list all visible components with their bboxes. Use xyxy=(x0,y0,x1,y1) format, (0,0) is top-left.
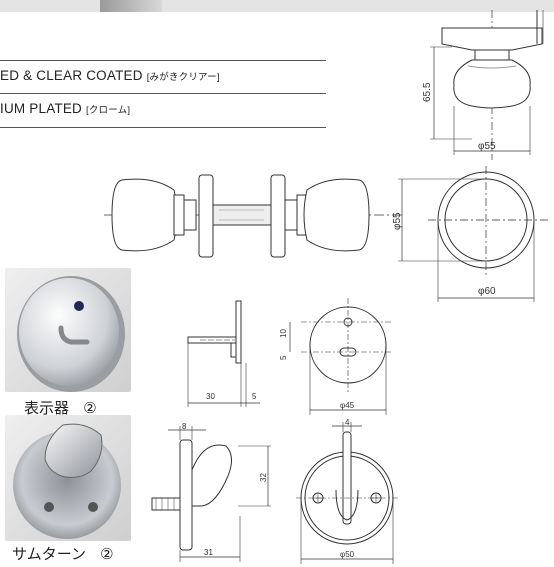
finish-name: ED & CLEAR COATED xyxy=(0,68,143,83)
knob-assembly-drawing xyxy=(104,174,404,258)
dim-thumbturn-diameter: φ50 xyxy=(340,550,355,559)
thumbturn-front-drawing: 4 φ50 xyxy=(296,418,398,564)
thumbturn-caption-row: サムターン ② xyxy=(12,543,114,564)
finish-name: IUM PLATED xyxy=(0,101,83,116)
finish-item-chrome: IUM PLATED[クローム] xyxy=(0,101,130,116)
finish-item-clear-coated: ED & CLEAR COATED[みがきクリアー] xyxy=(0,68,220,83)
indicator-side-drawing: 30 5 xyxy=(187,300,260,407)
dim-rose-thickness: 5 xyxy=(252,392,257,401)
dim-offset-top: 10 xyxy=(279,329,288,338)
dim-thumbturn-width: 4 xyxy=(345,418,350,427)
indicator-caption-row: 表示器 ② xyxy=(24,397,97,418)
finish-jp: [みがきクリアー] xyxy=(146,72,220,83)
thumbturn-photo xyxy=(5,415,131,541)
dim-height: 65.5 xyxy=(422,82,433,102)
dim-thumbturn-length: 31 xyxy=(204,548,213,557)
indicator-front-drawing: 10 5 φ45 xyxy=(279,298,391,415)
finish-rule xyxy=(0,93,326,94)
thumbturn-caption: サムターン xyxy=(12,546,86,563)
dim-offset-bottom: 5 xyxy=(279,355,288,360)
dim-depth: 30 xyxy=(206,392,215,401)
knob-side-drawing: 65.5 φ55 xyxy=(422,10,544,160)
dim-rose-diameter: φ60 xyxy=(478,286,496,297)
dim-indicator-diameter: φ45 xyxy=(340,401,355,410)
dim-thumbturn-height: 32 xyxy=(259,473,268,482)
finish-rule xyxy=(0,127,326,128)
knob-front-drawing: φ55 φ60 xyxy=(392,166,548,302)
dim-knob-diameter: φ55 xyxy=(392,212,403,230)
thumbturn-count: ② xyxy=(100,546,114,563)
indicator-count: ② xyxy=(83,400,97,417)
finish-jp: [クローム] xyxy=(86,105,131,116)
indicator-caption: 表示器 xyxy=(24,400,70,417)
dim-side-diameter: φ55 xyxy=(478,141,496,152)
finish-rule xyxy=(0,60,326,61)
thumbturn-side-drawing: 8 32 31 xyxy=(151,422,271,562)
indicator-photo xyxy=(5,268,131,392)
dim-top: 8 xyxy=(182,422,187,431)
header-accent xyxy=(100,0,162,12)
